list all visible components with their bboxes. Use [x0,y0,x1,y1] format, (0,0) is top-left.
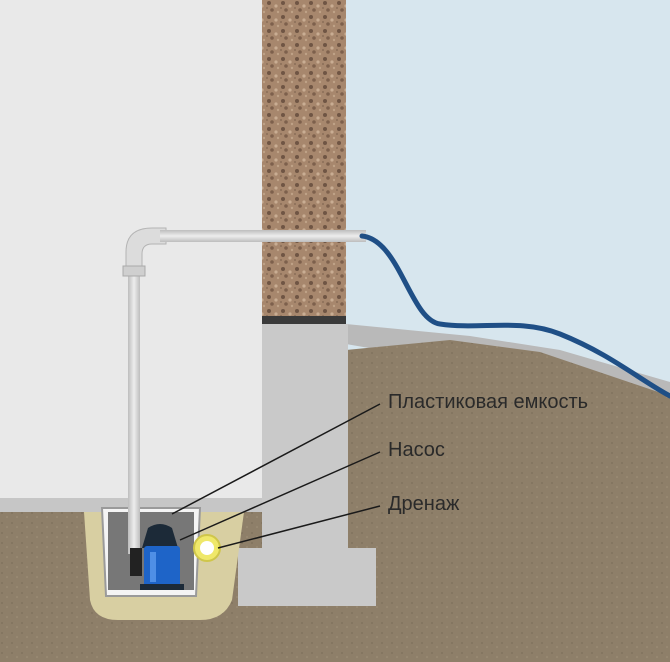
label-plastic-container: Пластиковая емкость [388,391,589,413]
label-pump: Насос [388,439,445,461]
submersible-pump-icon [130,524,184,590]
discharge-pipe-vertical [128,264,140,554]
foundation-footing [238,548,376,606]
pipe-elbow [125,227,167,277]
pump-head [142,524,178,548]
discharge-pipe-horizontal [160,230,366,242]
pump-base [140,584,184,590]
leader-line-container [171,403,381,515]
drain-hole [200,541,214,555]
label-drainage: Дренаж [388,493,460,515]
leader-line-drainage [217,505,381,549]
foundation [262,324,348,554]
leader-line-pump [179,451,381,541]
pump-body [144,546,180,588]
brick-wall [262,0,346,318]
pump-highlight [150,552,156,582]
outdoor-hose [359,233,670,399]
pipe-coupling [122,265,146,277]
drain-pipe-icon [193,534,221,562]
waterproof-strip [262,316,346,324]
pump-outlet [130,548,142,576]
